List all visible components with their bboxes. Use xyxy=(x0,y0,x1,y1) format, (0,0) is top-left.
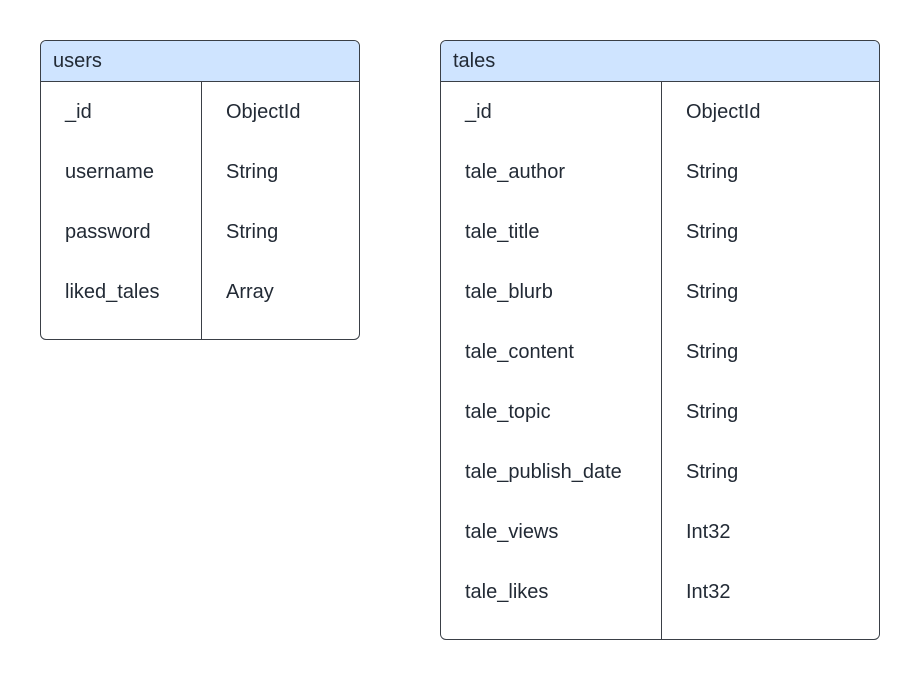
entity-title: tales xyxy=(441,41,879,82)
field-row: username String xyxy=(41,142,359,202)
field-type: String xyxy=(686,401,739,423)
field-type: Int32 xyxy=(686,521,731,543)
entity-title: users xyxy=(41,41,359,82)
field-type: ObjectId xyxy=(226,101,301,123)
field-name: tale_content xyxy=(465,341,574,363)
field-type: String xyxy=(686,461,739,483)
field-type: String xyxy=(686,161,739,183)
field-type: String xyxy=(226,161,279,183)
field-row: _id ObjectId xyxy=(41,82,359,142)
field-name: tale_views xyxy=(465,521,559,543)
field-row: tale_blurb String xyxy=(441,262,879,322)
field-row: tale_likes Int32 xyxy=(441,562,879,622)
field-type: String xyxy=(686,281,739,303)
field-name: tale_author xyxy=(465,161,566,183)
field-row: password String xyxy=(41,202,359,262)
column-divider xyxy=(201,82,202,339)
field-type: String xyxy=(686,221,739,243)
field-row: tale_author String xyxy=(441,142,879,202)
field-type: ObjectId xyxy=(686,101,761,123)
column-divider xyxy=(661,82,662,639)
field-row: tale_publish_date String xyxy=(441,442,879,502)
field-name: _id xyxy=(465,101,492,123)
field-name: _id xyxy=(65,101,92,123)
field-name: tale_publish_date xyxy=(465,461,622,483)
field-name: tale_blurb xyxy=(465,281,553,303)
field-name: liked_tales xyxy=(65,281,160,303)
field-row: tale_content String xyxy=(441,322,879,382)
field-row: _id ObjectId xyxy=(441,82,879,142)
field-name: username xyxy=(65,161,154,183)
field-row: tale_views Int32 xyxy=(441,502,879,562)
field-name: tale_topic xyxy=(465,401,551,423)
field-type: Array xyxy=(226,281,274,303)
field-name: tale_title xyxy=(465,221,540,243)
field-type: String xyxy=(226,221,279,243)
field-row: tale_topic String xyxy=(441,382,879,442)
field-type: Int32 xyxy=(686,581,731,603)
field-row: liked_tales Array xyxy=(41,262,359,322)
field-name: tale_likes xyxy=(465,581,549,603)
field-type: String xyxy=(686,341,739,363)
field-name: password xyxy=(65,221,151,243)
field-row: tale_title String xyxy=(441,202,879,262)
